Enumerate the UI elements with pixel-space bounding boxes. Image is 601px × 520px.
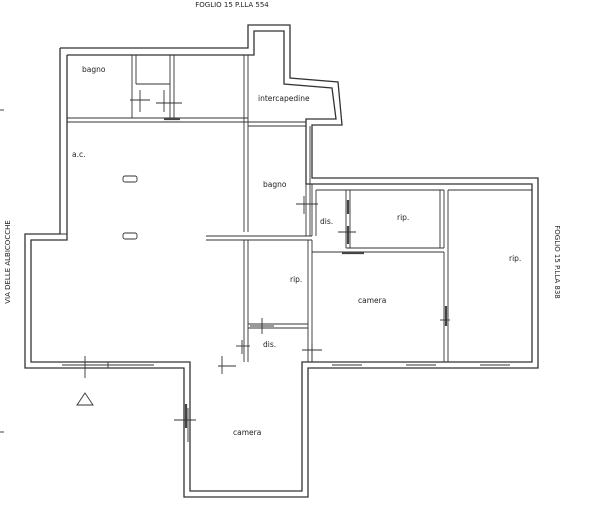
room-label-ac: a.c.	[72, 150, 86, 159]
room-label-camera-1: camera	[358, 296, 386, 305]
north-arrow-icon	[76, 392, 94, 406]
room-label-bagno-1: bagno	[82, 65, 106, 74]
fixtures	[76, 175, 138, 406]
room-label-dis-2: dis.	[263, 340, 276, 349]
outer-walls	[24, 24, 539, 498]
room-label-bagno-2: bagno	[263, 180, 287, 189]
interior-walls	[25, 55, 532, 362]
room-label-rip-2: rip.	[509, 254, 521, 263]
room-label-camera-2: camera	[233, 428, 261, 437]
top-neighbor-label: FOGLIO 15 P.LLA 554	[195, 1, 269, 9]
room-label-rip-3: rip.	[290, 275, 302, 284]
windows	[62, 362, 510, 368]
edge-ticks	[0, 109, 4, 433]
room-label-dis-1: dis.	[320, 217, 333, 226]
door-symbols	[84, 90, 450, 442]
room-label-intercapedine: intercapedine	[258, 94, 310, 103]
room-label-rip-1: rip.	[397, 213, 409, 222]
street-label: VIA DELLE ALBICOCCHE	[4, 220, 12, 304]
right-neighbor-label: FOGLIO 15 P.LLA 838	[553, 225, 561, 298]
